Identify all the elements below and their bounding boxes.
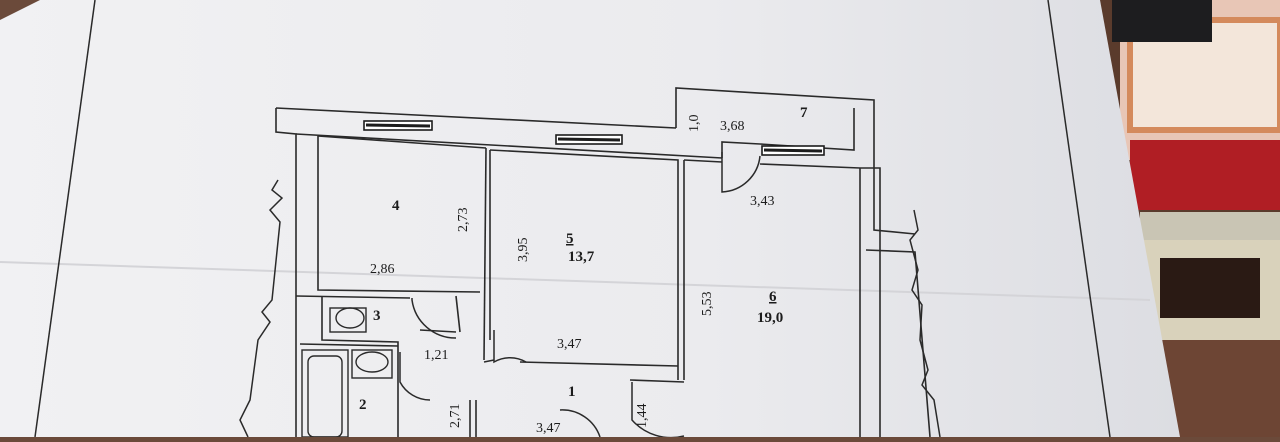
paper-sheet bbox=[0, 0, 1180, 437]
room-area-6: 19,0 bbox=[757, 310, 783, 326]
room-number-1: 1 bbox=[568, 384, 576, 400]
room-number-5: 5 bbox=[566, 231, 574, 247]
dimension-room6-width: 3,43 bbox=[750, 194, 775, 209]
dimension-balcony-length: 3,68 bbox=[720, 119, 745, 134]
dimension-hall-width: 1,21 bbox=[424, 348, 449, 363]
dark-object bbox=[1112, 0, 1212, 42]
dimension-balcony-depth: 1,0 bbox=[687, 115, 702, 133]
break-line-left bbox=[239, 179, 284, 438]
dimension-room5-width: 3,47 bbox=[557, 337, 582, 352]
windows bbox=[363, 120, 825, 156]
frame-line-right bbox=[1047, 0, 1111, 438]
frame-line-left bbox=[34, 0, 96, 438]
dimension-hall-height: 2,71 bbox=[448, 404, 463, 429]
red-box bbox=[1130, 140, 1280, 210]
dimension-room5-height: 3,95 bbox=[516, 238, 531, 263]
room-area-5: 13,7 bbox=[568, 249, 595, 265]
walls bbox=[275, 87, 931, 438]
frame-picture bbox=[1160, 258, 1260, 318]
gold-frame-top bbox=[1140, 212, 1280, 242]
dimension-corridor-width: 3,47 bbox=[536, 421, 561, 436]
dimension-room4-width: 2,86 bbox=[370, 262, 395, 277]
dimension-door-opening: 1,44 bbox=[635, 404, 650, 429]
room-number-7: 7 bbox=[800, 105, 808, 121]
dimension-room6-height: 5,53 bbox=[700, 292, 715, 317]
dimension-room4-height: 2,73 bbox=[456, 208, 471, 233]
room-number-2: 2 bbox=[359, 397, 367, 413]
room-number-4: 4 bbox=[392, 198, 400, 214]
room-number-6: 6 bbox=[769, 289, 777, 305]
fixtures bbox=[301, 307, 393, 438]
room-number-3: 3 bbox=[373, 308, 381, 324]
